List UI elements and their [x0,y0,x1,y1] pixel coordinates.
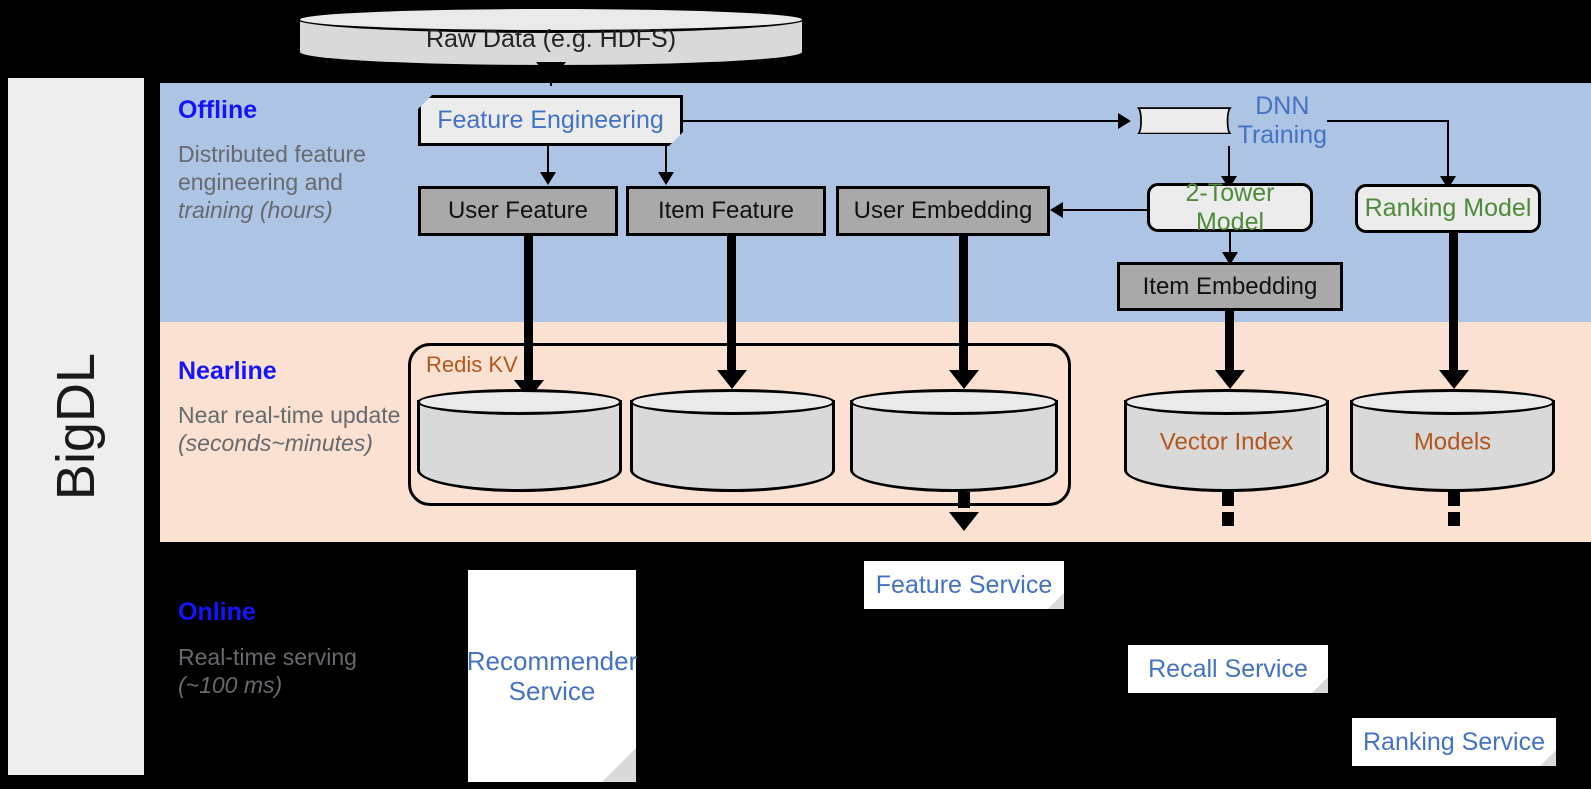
cylinder-top [1124,389,1329,415]
section-title-online: Online [178,598,256,626]
cylinder-body [630,400,835,492]
recommender-service-card[interactable]: Recommender Service [466,570,638,782]
recall-service-card[interactable]: Recall Service [1128,645,1328,693]
nearline-subtitle-emphasis: (seconds~minutes) [178,430,373,457]
arrowhead-redis-feature-service [949,512,979,531]
arrowhead-twotower-itemembedding [1222,252,1238,265]
raw-data-label: Raw Data (e.g. HDFS) [425,24,677,53]
stub-models-a [1448,492,1460,506]
cylinder-top [417,389,622,415]
cylinder-body [1124,400,1329,492]
models-cylinder[interactable]: Models [1350,389,1555,492]
vector-index-label: Vector Index [1159,427,1294,455]
feature-service-card[interactable]: Feature Service [864,561,1064,609]
connector-dnn-twotower [1228,146,1230,178]
recall-service-label: Recall Service [1148,654,1308,683]
models-label: Models [1413,427,1492,455]
offline-subtitle-emphasis: training (hours) [178,197,333,224]
arrowhead-itemembedding-vectorindex [1215,370,1245,389]
item-embedding-node[interactable]: Item Embedding [1117,262,1343,311]
user-embedding-node[interactable]: User Embedding [836,186,1050,236]
connector-userfeature-redis [524,236,533,391]
arrowhead-twotower-userembedding [1050,202,1063,218]
raw-data-cylinder[interactable]: Raw Data (e.g. HDFS) [297,6,805,68]
section-title-offline: Offline [178,96,258,124]
cylinder-body [1350,400,1555,492]
bigdl-rail: BigDL [8,78,144,775]
stub-vector-index-b [1222,512,1234,526]
section-subtitle-offline: Distributed feature engineering and trai… [178,140,383,224]
ranking-model-label: Ranking Model [1364,194,1532,223]
page-fold-icon [1312,677,1328,693]
item-embedding-label: Item Embedding [1142,272,1318,300]
user-feature-node[interactable]: User Feature [418,186,618,236]
feature-service-label: Feature Service [875,570,1053,599]
feature-engineering-label: Feature Engineering [437,106,664,135]
item-feature-label: Item Feature [657,197,795,225]
vector-index-cylinder[interactable]: Vector Index [1124,389,1329,492]
redis-kv-label: Redis KV [426,352,518,377]
dnn-training-label: DNN Training [1237,92,1328,149]
connector-itemembedding-vectorindex [1225,311,1234,381]
offline-subtitle-text: Distributed feature engineering and [178,141,366,196]
connector-twotower-itemembedding [1229,232,1231,254]
cylinder-body [417,400,622,492]
connector-fe-userfeature [547,146,549,174]
cylinder-body [850,400,1058,492]
feature-engineering-node[interactable]: Feature Engineering [418,95,683,146]
stub-models-b [1448,512,1460,526]
section-subtitle-nearline: Near real-time update (seconds~minutes) [178,401,408,457]
connector-rankingmodel-models [1449,233,1458,381]
cylinder-top [850,389,1058,415]
recommender-service-label: Recommender Service [466,645,638,706]
two-tower-model-node[interactable]: 2-Tower Model [1147,179,1313,236]
dnn-training-node[interactable]: DNN Training [1131,92,1328,149]
arrowhead-fe-dnn [1118,113,1131,129]
nearline-subtitle-text: Near real-time update [178,402,401,428]
redis-cylinder-item-feature[interactable] [630,389,835,492]
dnn-training-shape [1136,106,1232,135]
stub-redis-feature-service [958,492,970,508]
section-subtitle-online: Real-time serving (~100 ms) [178,643,388,699]
arrowhead-rankingmodel-models [1439,370,1469,389]
ranking-model-node[interactable]: Ranking Model [1355,184,1541,233]
online-subtitle-text: Real-time serving [178,644,357,670]
stub-vector-index-a [1222,492,1234,506]
connector-userembedding-redis [959,236,968,381]
bigdl-label-text: BigDL [46,352,106,501]
connector-itemfeature-redis [727,236,736,381]
redis-cylinder-user-embedding[interactable] [850,389,1058,492]
ranking-service-label: Ranking Service [1362,727,1546,756]
two-tower-model-label: 2-Tower Model [1185,179,1275,236]
redis-cylinder-user-feature[interactable] [417,389,622,492]
cylinder-top [297,6,805,33]
redis-kv-container[interactable] [408,343,1071,506]
cylinder-top [630,389,835,415]
connector-fe-dnn [683,120,1123,122]
connector-twotower-userembedding [1062,209,1150,211]
bigdl-label: BigDL [8,78,144,775]
connector-dnn-ranking-h [1327,120,1449,122]
arrowhead-rawdata-fe [536,62,566,81]
section-title-nearline: Nearline [178,357,277,385]
ranking-service-card[interactable]: Ranking Service [1352,718,1556,766]
online-subtitle-emphasis: (~100 ms) [178,672,283,699]
arrowhead-userembedding-redis [949,370,979,389]
connector-dnn-ranking-v [1447,120,1449,178]
arrowhead-fe-userfeature [540,172,556,185]
arrowhead-fe-itemfeature [658,172,674,185]
user-feature-label: User Feature [447,197,589,225]
cylinder-top [1350,389,1555,415]
connector-fe-itemfeature [665,146,667,174]
page-fold-icon [602,748,636,782]
user-embedding-label: User Embedding [853,197,1033,225]
item-feature-node[interactable]: Item Feature [626,186,826,236]
arrowhead-itemfeature-redis [717,370,747,389]
